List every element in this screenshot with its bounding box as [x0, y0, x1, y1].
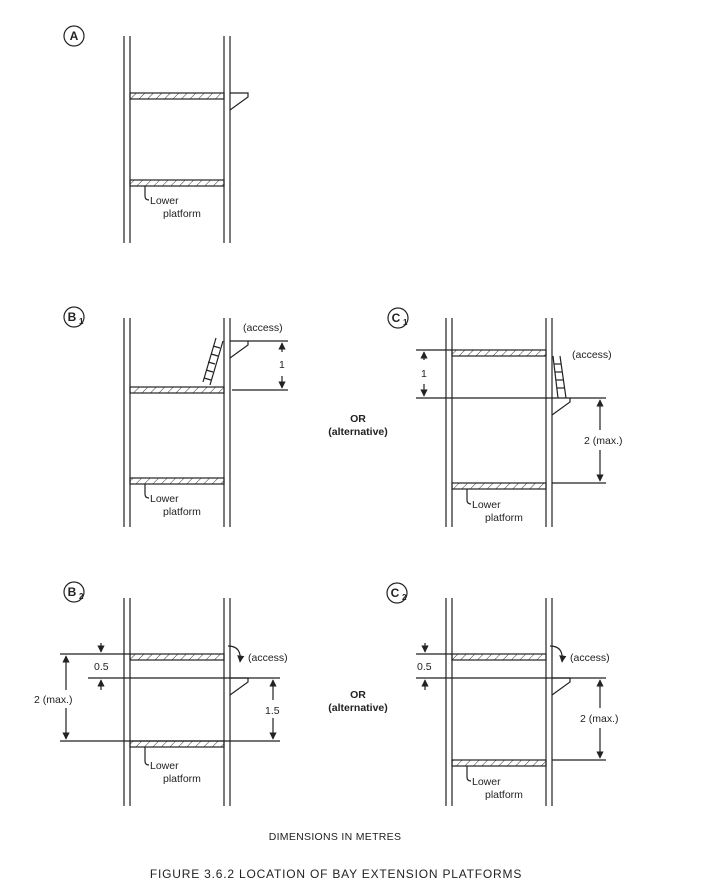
panel-b2-sub: 2 — [79, 592, 84, 601]
panel-c2-letter: C — [391, 586, 400, 600]
panel-c1-circle — [387, 307, 409, 329]
extension-bracket — [551, 397, 571, 416]
panel-b1-letter: B — [68, 310, 77, 324]
upper-platform — [129, 92, 225, 100]
access-arrow — [227, 645, 245, 663]
dim-05-c2: 0.5 — [417, 661, 432, 673]
dim-2max-c2: 2 (max.) — [580, 713, 619, 725]
platform-label-c2: platform — [485, 789, 523, 801]
extension-bracket — [551, 677, 571, 696]
access-arrow — [549, 645, 567, 663]
access-label-b1: (access) — [243, 322, 283, 334]
panel-c1-sub: 1 — [403, 318, 408, 327]
dim-15-b2: 1.5 — [265, 705, 280, 717]
panel-b2 — [60, 581, 280, 806]
panel-a-circle — [63, 25, 85, 47]
lower-platform — [451, 482, 547, 490]
alternative-label-1: (alternative) — [328, 426, 388, 438]
extension-bracket — [229, 340, 249, 359]
alternative-label-2: (alternative) — [328, 702, 388, 714]
panel-c2 — [386, 582, 606, 806]
extension-bracket — [229, 92, 249, 111]
lower-platform — [129, 477, 225, 485]
platform-label-b1: platform — [163, 506, 201, 518]
lower-label-a: Lower — [150, 195, 179, 207]
access-ladder — [202, 337, 224, 386]
access-label-c2: (access) — [570, 652, 610, 664]
lower-label-c1: Lower — [472, 499, 501, 511]
dimensions-note: DIMENSIONS IN METRES — [269, 831, 402, 843]
figure-caption: FIGURE 3.6.2 LOCATION OF BAY EXTENSION P… — [150, 867, 522, 881]
extension-bracket — [229, 677, 249, 696]
or-label-1: OR — [350, 413, 366, 425]
dim-1-c1: 1 — [421, 368, 427, 380]
panel-a-letter: A — [70, 29, 79, 43]
lower-label-c2: Lower — [472, 776, 501, 788]
panel-c2-sub: 2 — [402, 593, 407, 602]
panel-b2-letter: B — [68, 585, 77, 599]
lower-label-b2: Lower — [150, 760, 179, 772]
platform-label-a: platform — [163, 208, 201, 220]
upper-platform — [451, 653, 547, 661]
panel-b1-sub: 1 — [79, 317, 84, 326]
panel-c2-circle — [386, 582, 408, 604]
access-label-c1: (access) — [572, 349, 612, 361]
lower-platform — [451, 759, 547, 767]
or-label-2: OR — [350, 689, 366, 701]
panel-b1 — [63, 306, 288, 527]
panel-a — [63, 25, 249, 243]
dim-2max-b2: 2 (max.) — [34, 694, 73, 706]
upper-platform — [451, 349, 547, 357]
access-ladder — [552, 355, 567, 399]
dim-2max-c1: 2 (max.) — [584, 435, 623, 447]
lower-platform — [129, 740, 225, 748]
panel-b1-circle — [63, 306, 85, 328]
lower-platform — [129, 179, 225, 187]
panel-c1-letter: C — [392, 311, 401, 325]
platform-label-b2: platform — [163, 773, 201, 785]
panel-c1 — [387, 307, 606, 527]
dim-1-b1: 1 — [279, 359, 285, 371]
upper-platform — [129, 653, 225, 661]
dim-05-b2: 0.5 — [94, 661, 109, 673]
platform-label-c1: platform — [485, 512, 523, 524]
upper-platform — [129, 386, 225, 394]
access-label-b2: (access) — [248, 652, 288, 664]
lower-label-b1: Lower — [150, 493, 179, 505]
panel-b2-circle — [63, 581, 85, 603]
